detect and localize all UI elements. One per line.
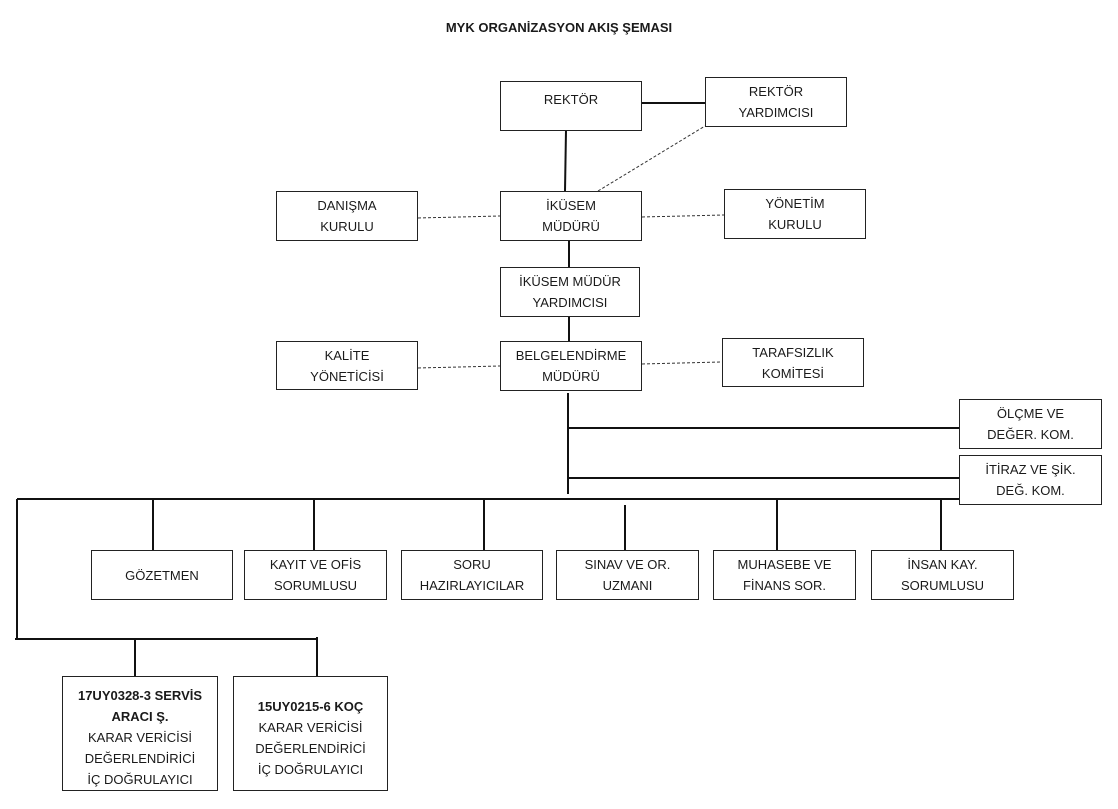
node-muhasebe-finans: MUHASEBE VE FİNANS SOR. — [713, 550, 856, 600]
node-gozetmen-label: GÖZETMEN — [125, 567, 199, 583]
node-kayit-ofis-label: KAYIT VE OFİS SORUMLUSU — [269, 557, 362, 593]
dashed-ikusem-rektor-yardimcisi — [597, 125, 706, 192]
node-sinav-or-uzmani: SINAV VE OR. UZMANI — [556, 550, 699, 600]
node-ikusem-muduru-label: İKÜSEM MÜDÜRÜ — [542, 198, 600, 234]
node-muhasebe-finans-label: MUHASEBE VE FİNANS SOR. — [737, 557, 832, 593]
node-itiraz-sik-deg-kom: İTİRAZ VE ŞİK. DEĞ. KOM. — [959, 455, 1102, 505]
line-rektor-ikusem — [564, 129, 567, 192]
node-belgelendirme-muduru: BELGELENDİRME MÜDÜRÜ — [500, 341, 642, 391]
node-ikusem-mudur-yardimcisi-label: İKÜSEM MÜDÜR YARDIMCISI — [519, 274, 621, 310]
node-ikusem-mudur-yardimcisi: İKÜSEM MÜDÜR YARDIMCISI — [500, 267, 640, 317]
node-soru-hazirlayicilar: SORU HAZIRLAYICILAR — [401, 550, 543, 600]
node-rektor-yardimcisi: REKTÖR YARDIMCISI — [705, 77, 847, 127]
dashed-kalite-belgelendirme — [417, 365, 501, 369]
node-kayit-ofis: KAYIT VE OFİS SORUMLUSU — [244, 550, 387, 600]
node-kalite-yoneticisi: KALİTE YÖNETİCİSİ — [276, 341, 418, 390]
node-servis-araci-roles: KARAR VERİCİSİ DEĞERLENDİRİCİ İÇ DOĞRULA… — [84, 730, 196, 787]
node-danisma-kurulu-label: DANIŞMA KURULU — [317, 198, 377, 234]
chart-title: MYK ORGANİZASYON AKIŞ ŞEMASI — [445, 20, 673, 35]
node-itiraz-sik-deg-kom-label: İTİRAZ VE ŞİK. DEĞ. KOM. — [985, 462, 1076, 498]
node-tarafsizlik-komitesi: TARAFSIZLIK KOMİTESİ — [722, 338, 864, 387]
dashed-danisma-ikusem — [417, 215, 501, 219]
dashed-belgelendirme-tarafsizlik — [641, 361, 723, 365]
node-danisma-kurulu: DANIŞMA KURULU — [276, 191, 418, 241]
node-olcme-deger-kom-label: ÖLÇME VE DEĞER. KOM. — [987, 406, 1074, 442]
node-kalite-yoneticisi-label: KALİTE YÖNETİCİSİ — [310, 347, 384, 384]
node-soru-hazirlayicilar-label: SORU HAZIRLAYICILAR — [419, 557, 525, 593]
node-koc: 15UY0215-6 KOÇ KARAR VERİCİSİ DEĞERLENDİ… — [233, 676, 388, 791]
node-rektor: REKTÖR — [500, 81, 642, 131]
dashed-ikusem-yonetim — [641, 214, 725, 218]
node-yonetim-kurulu-label: YÖNETİM KURULU — [765, 196, 825, 232]
node-rektor-yardimcisi-label: REKTÖR YARDIMCISI — [738, 84, 814, 120]
node-olcme-deger-kom: ÖLÇME VE DEĞER. KOM. — [959, 399, 1102, 449]
node-rektor-label: REKTÖR — [543, 92, 599, 107]
node-yonetim-kurulu: YÖNETİM KURULU — [724, 189, 866, 239]
node-gozetmen: GÖZETMEN — [91, 550, 233, 600]
node-servis-araci-heading: 17UY0328-3 SERVİS ARACI Ş. — [77, 688, 203, 724]
node-ikusem-muduru: İKÜSEM MÜDÜRÜ — [500, 191, 642, 241]
node-insan-kay-label: İNSAN KAY. SORUMLUSU — [900, 557, 985, 593]
node-belgelendirme-muduru-label: BELGELENDİRME MÜDÜRÜ — [515, 348, 627, 384]
node-tarafsizlik-komitesi-label: TARAFSIZLIK KOMİTESİ — [752, 344, 834, 381]
node-koc-heading: 15UY0215-6 KOÇ — [257, 698, 364, 714]
node-koc-roles: KARAR VERİCİSİ DEĞERLENDİRİCİ İÇ DOĞRULA… — [255, 719, 366, 777]
node-servis-araci: 17UY0328-3 SERVİS ARACI Ş. KARAR VERİCİS… — [62, 676, 218, 791]
node-insan-kay: İNSAN KAY. SORUMLUSU — [871, 550, 1014, 600]
node-sinav-or-uzmani-label: SINAV VE OR. UZMANI — [584, 557, 671, 593]
